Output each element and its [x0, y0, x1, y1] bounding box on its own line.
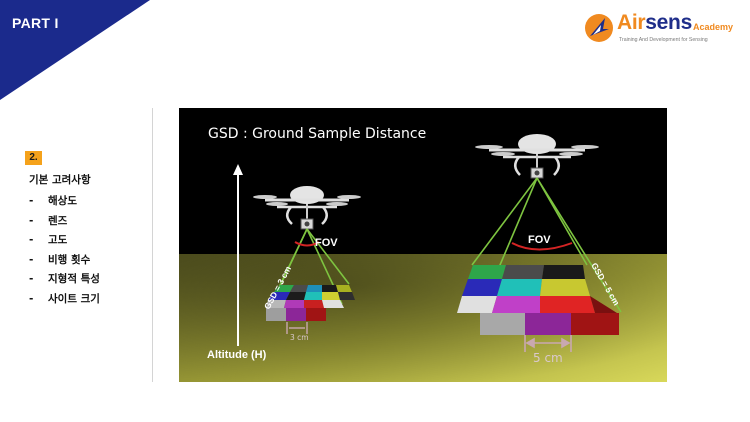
scale-marker-low	[286, 322, 308, 334]
gsd-illustration: GSD : Ground Sample Distance Altitude (H…	[179, 108, 667, 382]
scale-label-low: 3 cm	[290, 333, 309, 342]
list-item: -해상도	[29, 195, 77, 207]
scale-marker-high	[524, 335, 572, 352]
corner-banner	[0, 0, 150, 100]
list-item: -사이트 크기	[29, 292, 100, 305]
vertical-divider	[152, 108, 153, 382]
list-item: -고도	[29, 234, 68, 247]
altitude-label: Altitude (H)	[207, 349, 267, 361]
section-number-badge: 2.	[25, 151, 42, 165]
logo-wordmark: Airsens	[617, 11, 692, 34]
consideration-list: -해상도 -렌즈 -고도 -비행 횟수 -지형적 특성 -사이트 크기	[29, 193, 100, 311]
logo-tagline: Training And Development for Sensing	[619, 37, 708, 43]
fov-label-high: FOV	[528, 234, 551, 246]
airsens-logo: Airsens Academy Training And Development…	[584, 11, 736, 45]
fov-arc-high	[511, 242, 573, 251]
ground-grid-high	[457, 265, 619, 335]
fov-beams-high	[471, 177, 622, 313]
drone-high-icon	[475, 134, 599, 179]
logo-academy: Academy	[693, 22, 734, 32]
list-item: -렌즈	[29, 214, 68, 227]
scale-label-high: 5 cm	[533, 351, 563, 365]
drone-low-icon	[253, 186, 361, 230]
part-title: PART I	[12, 15, 59, 31]
arrow-up-icon	[233, 164, 243, 175]
logo-icon	[585, 14, 613, 42]
ground-grid-low	[266, 285, 355, 321]
list-item: -지형적 특성	[29, 273, 100, 286]
figure-title: GSD : Ground Sample Distance	[208, 126, 426, 142]
section-title: 기본 고려사항	[29, 174, 91, 186]
sky-background	[179, 108, 667, 256]
list-item: -비행 횟수	[29, 253, 91, 266]
fov-label-low: FOV	[315, 237, 338, 249]
fov-arc-low	[294, 241, 320, 247]
